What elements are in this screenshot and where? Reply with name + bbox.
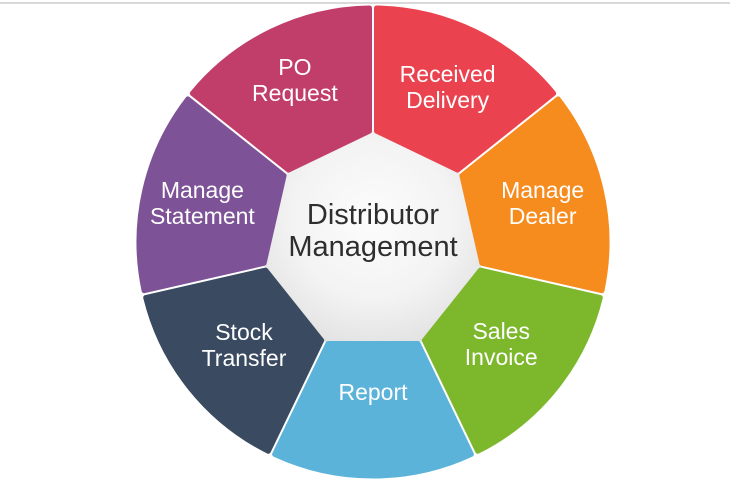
segment-received-delivery — [374, 5, 557, 173]
wheel-hub — [264, 131, 482, 342]
top-divider-line — [0, 2, 730, 4]
segment-manage-statement — [136, 96, 287, 294]
segment-manage-dealer — [459, 96, 610, 294]
segment-sales-invoice — [421, 267, 603, 454]
segment-report — [272, 341, 474, 479]
segment-po-request — [189, 5, 372, 173]
segment-stock-transfer — [143, 267, 325, 454]
